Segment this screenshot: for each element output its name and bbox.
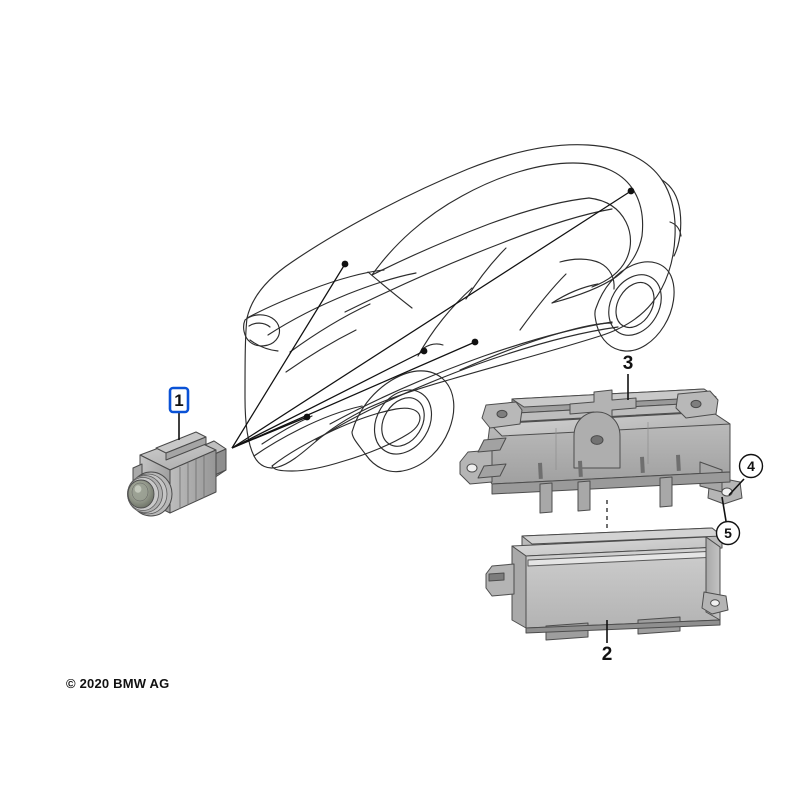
bracket-ear-left-rib-bottom — [477, 463, 507, 479]
dot-front-bumper — [303, 413, 311, 421]
aim-line-rear-hatch — [231, 190, 632, 449]
callout-2[interactable]: 2 — [602, 644, 613, 665]
fastener-hole[interactable] — [721, 487, 733, 497]
callout-2-label: 2 — [602, 644, 613, 665]
callout-3[interactable]: 3 — [623, 353, 634, 374]
bracket-tab-hole-upper-right — [690, 399, 702, 409]
module-bottom-edge — [525, 619, 721, 634]
leader-4 — [728, 478, 745, 496]
dot-door-sill — [471, 338, 479, 346]
callout-1[interactable]: 1 — [168, 386, 190, 414]
callout-1-label: 1 — [174, 391, 183, 410]
aim-target-dots — [303, 187, 635, 421]
aim-line-windshield — [231, 263, 346, 449]
bracket-tab-hole-upper-left — [496, 409, 508, 419]
dot-mirror — [420, 347, 428, 355]
dot-rear-hatch — [627, 187, 635, 195]
copyright-notice: © 2020 BMW AG — [66, 676, 170, 691]
callout-5-label: 5 — [724, 525, 732, 541]
dot-windshield — [341, 260, 349, 268]
callout-5[interactable]: 5 — [715, 520, 741, 546]
callout-3-label: 3 — [623, 353, 634, 374]
bracket-leg-2 — [577, 480, 591, 512]
callout-leaders — [178, 374, 745, 643]
camera-module[interactable] — [127, 431, 227, 517]
camera-body-ribs — [179, 456, 205, 509]
module-tab-left-slot — [488, 572, 505, 582]
bracket-bottom-slots — [538, 454, 681, 479]
callout-5-circle — [715, 520, 741, 546]
bracket-leg-3 — [659, 476, 673, 508]
callout-4[interactable]: 4 — [738, 453, 764, 479]
aim-line-door-sill — [231, 341, 476, 449]
camera-aim-lines — [231, 190, 632, 449]
mounting-bracket[interactable] — [459, 388, 743, 514]
control-unit-module[interactable] — [485, 527, 729, 641]
bracket-ear-left-hole — [466, 463, 478, 473]
aim-line-mirror — [231, 350, 425, 449]
callout-4-circle — [738, 453, 764, 479]
module-tab-right-hole — [710, 599, 720, 607]
camera-lens — [127, 471, 173, 517]
camera-top-rail-edge — [165, 436, 207, 461]
bracket-leg-1 — [539, 482, 553, 514]
bracket-ear-left-rib-top — [477, 437, 507, 453]
callout-4-label: 4 — [747, 458, 755, 474]
callout-1-box — [168, 386, 190, 414]
leader-5 — [721, 496, 727, 522]
bracket-face-seams — [555, 422, 649, 470]
bracket-center-boss-hole — [590, 435, 604, 445]
car-outline — [243, 144, 682, 473]
